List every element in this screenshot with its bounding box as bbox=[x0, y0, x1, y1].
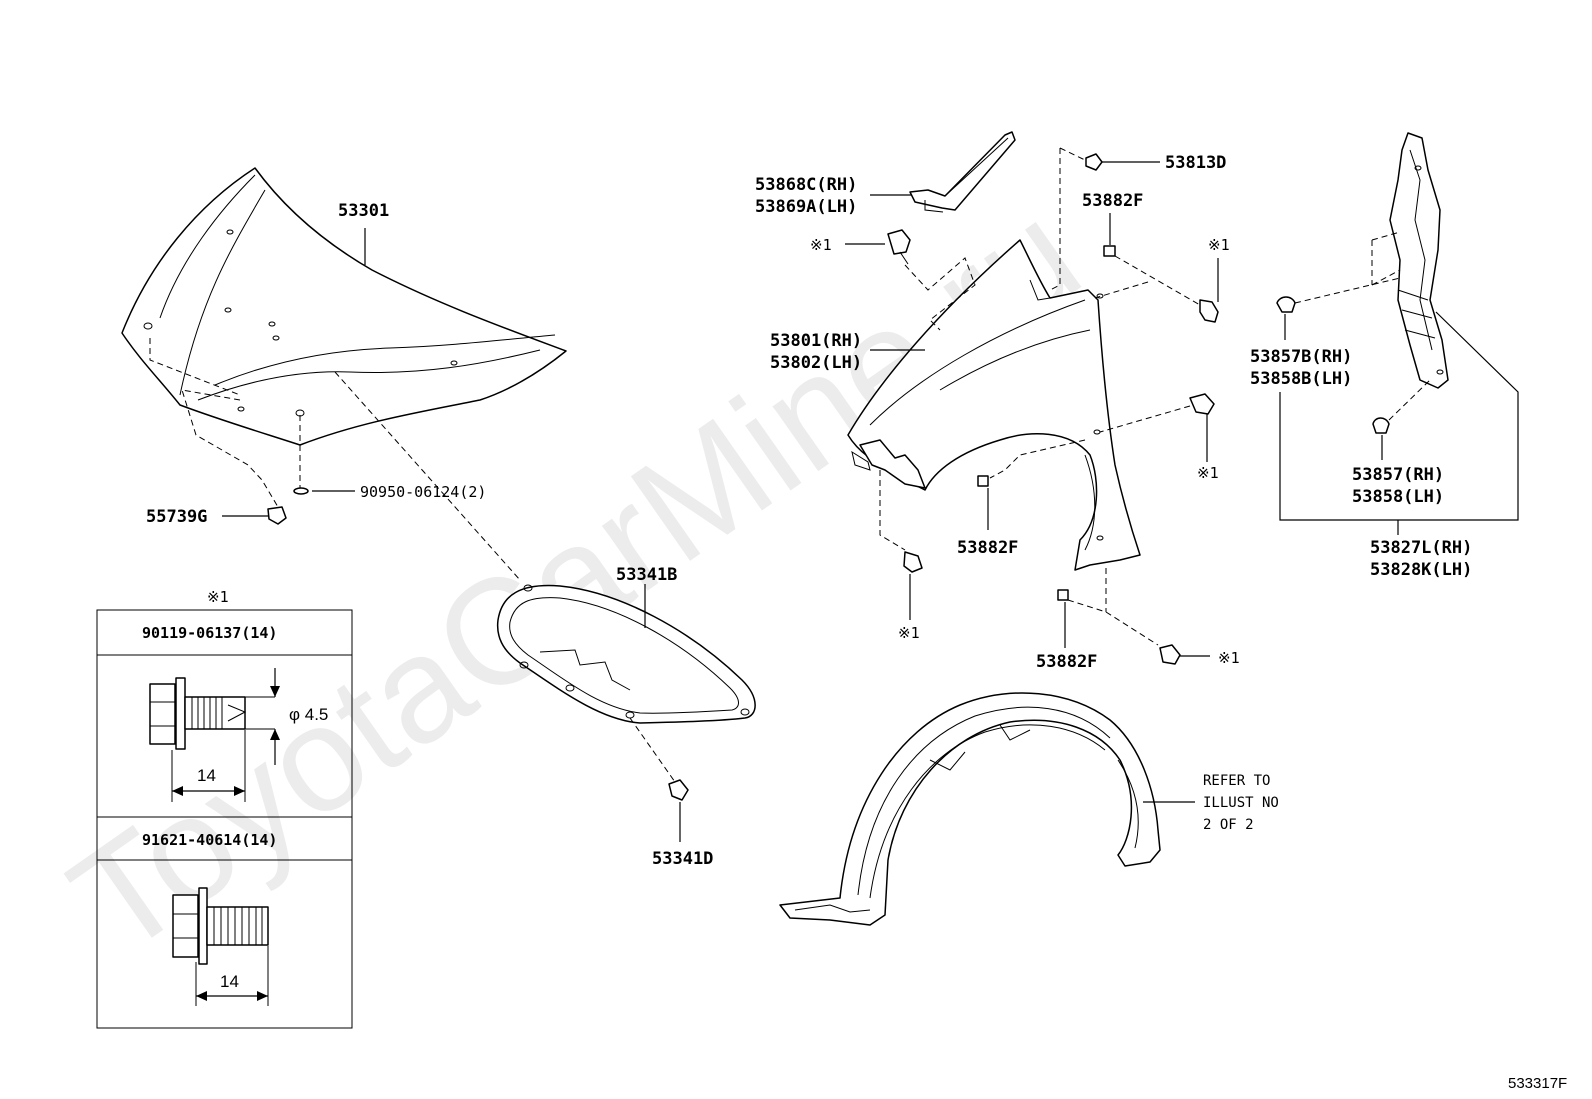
bolt-b-icon bbox=[887, 229, 911, 255]
bracket-assy-rh-label: 53827L(RH) bbox=[1370, 538, 1472, 558]
bolt2-length: 14 bbox=[220, 972, 239, 991]
hood-seal-label: 90950-06124(2) bbox=[360, 483, 486, 501]
bracket-rh-label: 53857(RH) bbox=[1352, 465, 1444, 485]
bolt-e-mark: ※1 bbox=[1218, 649, 1240, 667]
hood-illustration bbox=[121, 167, 567, 446]
refer-note-line1: REFER TO bbox=[1203, 773, 1270, 789]
hood-insulator-illustration bbox=[496, 584, 756, 724]
figure-code: 533317F bbox=[1508, 1075, 1567, 1092]
fender-seal-lh-label: 53869A(LH) bbox=[755, 197, 857, 217]
bolt1-icon bbox=[149, 668, 280, 802]
bolt-d-icon bbox=[903, 551, 923, 573]
bracket-assy-lh-label: 53828K(LH) bbox=[1370, 560, 1472, 580]
legend-mark: ※1 bbox=[207, 588, 229, 606]
fender-bracket-illustration bbox=[1389, 132, 1449, 389]
bolt1-part-label: 90119-06137(14) bbox=[142, 624, 277, 642]
bolt-a-mark: ※1 bbox=[1208, 236, 1230, 254]
bolt-d-mark: ※1 bbox=[898, 624, 920, 642]
bracket-pad-icon bbox=[1276, 296, 1296, 313]
bracket-pad-lh-label: 53858B(LH) bbox=[1250, 369, 1352, 389]
bracket-lh-label: 53858(LH) bbox=[1352, 487, 1444, 507]
bolt-b-mark: ※1 bbox=[810, 236, 832, 254]
cushion-label: 55739G bbox=[146, 507, 207, 527]
bolt2-icon bbox=[172, 887, 269, 1006]
bolt-legend-table bbox=[96, 609, 353, 1029]
hood-label: 53301 bbox=[338, 201, 389, 221]
nut-b-icon bbox=[977, 475, 989, 487]
bolt-e-icon bbox=[1159, 644, 1181, 665]
fender-liner-illustration bbox=[779, 692, 1161, 926]
bracket-clip-icon bbox=[1372, 417, 1390, 434]
top-clip-label: 53813D bbox=[1165, 153, 1226, 173]
cushion-icon bbox=[267, 506, 287, 525]
insulator-clip-icon bbox=[668, 779, 689, 801]
fender-illustration bbox=[847, 239, 1141, 571]
insulator-label: 53341B bbox=[616, 565, 677, 585]
nut-c-icon bbox=[1057, 589, 1069, 601]
nut-a-icon bbox=[1103, 245, 1116, 257]
bolt1-diameter: φ 4.5 bbox=[289, 705, 328, 724]
fender-rh-label: 53801(RH) bbox=[770, 331, 862, 351]
bolt1-length: 14 bbox=[197, 766, 216, 785]
bolt-a-icon bbox=[1199, 299, 1219, 323]
refer-note-line2: ILLUST NO bbox=[1203, 795, 1279, 811]
fender-lh-label: 53802(LH) bbox=[770, 353, 862, 373]
fender-seal-rh-label: 53868C(RH) bbox=[755, 175, 857, 195]
fender-seal-illustration bbox=[909, 131, 1016, 213]
bracket-pad-rh-label: 53857B(RH) bbox=[1250, 347, 1352, 367]
bolt-c-mark: ※1 bbox=[1197, 464, 1219, 482]
nut-b-label: 53882F bbox=[957, 538, 1018, 558]
insulator-clip-label: 53341D bbox=[652, 849, 713, 869]
nut-a-label: 53882F bbox=[1082, 191, 1143, 211]
bolt2-part-label: 91621-40614(14) bbox=[142, 831, 277, 849]
bolt-c-icon bbox=[1189, 393, 1215, 415]
top-clip-icon bbox=[1085, 153, 1103, 171]
nut-c-label: 53882F bbox=[1036, 652, 1097, 672]
hood-seal-icon bbox=[293, 487, 309, 495]
refer-note-line3: 2 OF 2 bbox=[1203, 817, 1254, 833]
